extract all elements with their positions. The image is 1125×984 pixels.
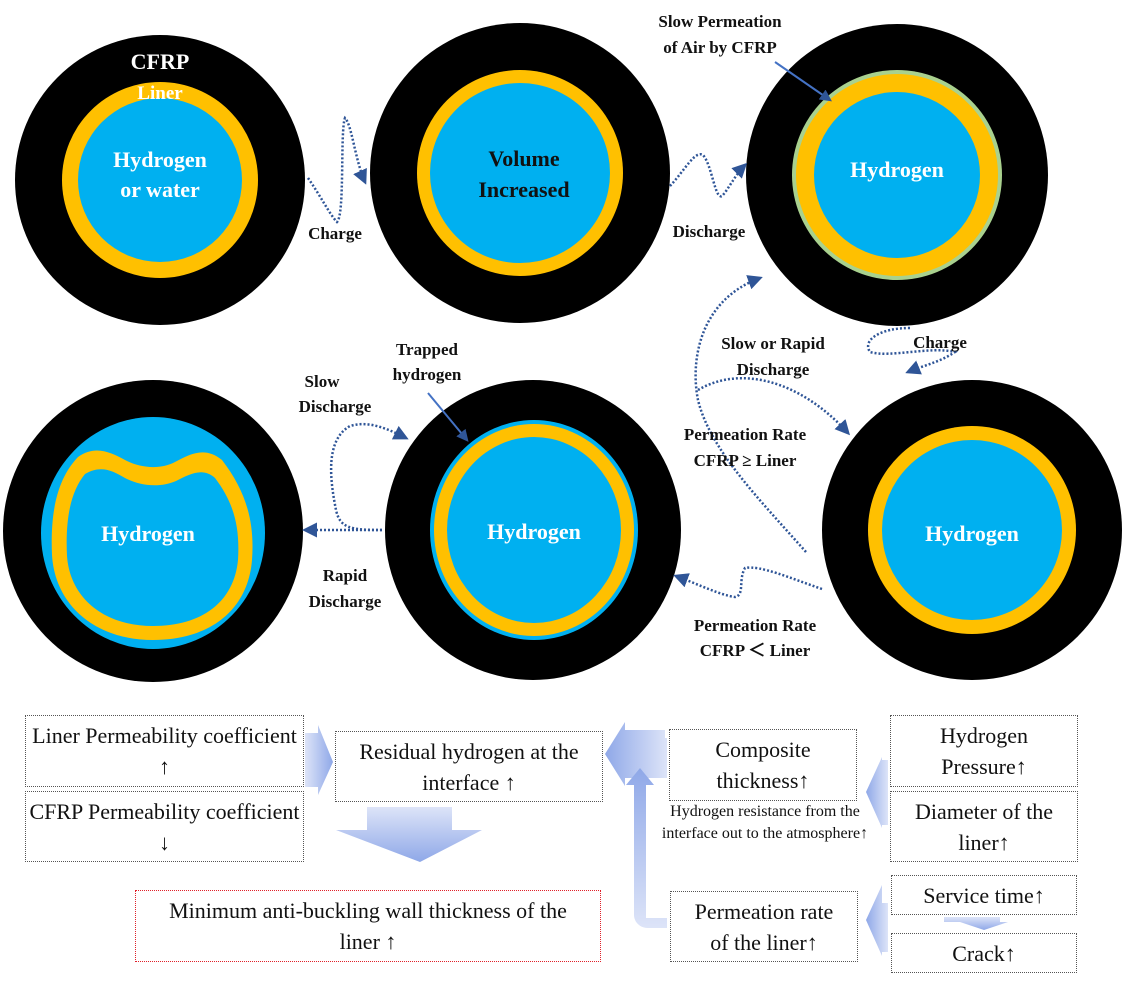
flow-arrow-left-rate	[866, 885, 888, 956]
arrow-discharge-1	[669, 153, 748, 198]
hydrogen-core	[814, 92, 980, 258]
box-cfrp-permeability: CFRP Permeability coefficient ↓	[25, 791, 304, 862]
box-service-time: Service time↑	[891, 875, 1077, 915]
box-composite-thickness: Composite thickness↑	[669, 729, 857, 801]
pointer-trapped-hydrogen	[427, 392, 469, 442]
state-label: Hydrogen	[101, 521, 195, 546]
hydrogen-core	[430, 83, 610, 263]
label-rapid-discharge-1: Rapid	[323, 566, 368, 585]
text-hydrogen-resistance: Hydrogen resistance from the interface o…	[661, 803, 869, 842]
flow-arrow-up-elbow	[626, 768, 667, 928]
box-permeation-rate: Permeation rate of the liner↑	[670, 891, 858, 962]
hydrogen-core	[882, 440, 1062, 620]
label-rapid-discharge-2: Discharge	[309, 592, 382, 611]
box-liner-permeability: Liner Permeability coefficient ↑	[25, 715, 304, 787]
arrow-slow-discharge	[329, 422, 409, 532]
state-label: Hydrogen	[487, 519, 581, 544]
label-discharge-1: Discharge	[673, 222, 746, 241]
state-charged: Volume Increased	[370, 23, 670, 323]
arrow-charge-1	[306, 115, 367, 224]
state-initial: CFRP Liner Hydrogen or water	[15, 35, 305, 325]
state-label-line2: Increased	[478, 177, 569, 202]
box-min-thickness: Minimum anti-buckling wall thickness of …	[135, 890, 601, 962]
label-slow-discharge-2: Discharge	[299, 397, 372, 416]
box-hydrogen-pressure: Hydrogen Pressure↑	[890, 715, 1078, 787]
flow-arrow-left-residual	[605, 722, 667, 786]
annotation-slow-permeation-2: of Air by CFRP	[663, 38, 777, 57]
flow-arrow-service-crack	[944, 917, 1008, 930]
label-charge-2: Charge	[913, 333, 967, 352]
arrow-rate-ge-up	[694, 275, 807, 553]
annotation-slow-permeation-1: Slow Permeation	[658, 12, 782, 31]
cfrp-label: CFRP	[131, 49, 190, 74]
box-diameter: Diameter of the liner↑	[890, 791, 1078, 862]
annotation-trapped-2: hydrogen	[393, 365, 462, 384]
label-rate-ge-2: CFRP ≥ Liner	[694, 451, 797, 470]
label-slow-rapid-1: Slow or Rapid	[721, 334, 825, 353]
state-air-permeated: Hydrogen	[746, 24, 1048, 326]
hydrogen-core	[78, 98, 242, 262]
box-crack: Crack↑	[891, 933, 1077, 973]
label-slow-discharge-1: Slow	[305, 372, 341, 391]
liner-label: Liner	[137, 83, 183, 104]
pointer-slow-permeation	[774, 61, 832, 102]
state-label-line2: or water	[120, 177, 200, 202]
state-label: Hydrogen	[850, 157, 944, 182]
state-label-line1: Volume	[488, 146, 560, 171]
hydrogen-core	[66, 469, 239, 626]
state-label-line1: Hydrogen	[113, 147, 207, 172]
flow-arrow-left-thickness	[866, 757, 888, 828]
box-residual-hydrogen: Residual hydrogen at the interface ↑	[335, 731, 603, 802]
label-rate-lt-2: CFRP ＜ Liner	[700, 641, 811, 660]
state-buckled: Hydrogen	[3, 380, 303, 682]
state-trapped: Hydrogen	[385, 380, 681, 680]
label-rate-ge-1: Permeation Rate	[684, 425, 807, 444]
annotation-trapped-1: Trapped	[396, 340, 459, 359]
state-recharged: Hydrogen	[822, 380, 1122, 680]
flow-arrow-right	[305, 725, 333, 795]
label-charge-1: Charge	[308, 224, 362, 243]
flow-arrow-down	[336, 807, 482, 862]
label-rate-lt-1: Permeation Rate	[694, 616, 817, 635]
state-label: Hydrogen	[925, 521, 1019, 546]
label-slow-rapid-2: Discharge	[737, 360, 810, 379]
arrow-rate-lt	[673, 566, 823, 599]
arrow-slow-rapid	[697, 377, 851, 436]
hydrogen-core	[447, 437, 621, 623]
